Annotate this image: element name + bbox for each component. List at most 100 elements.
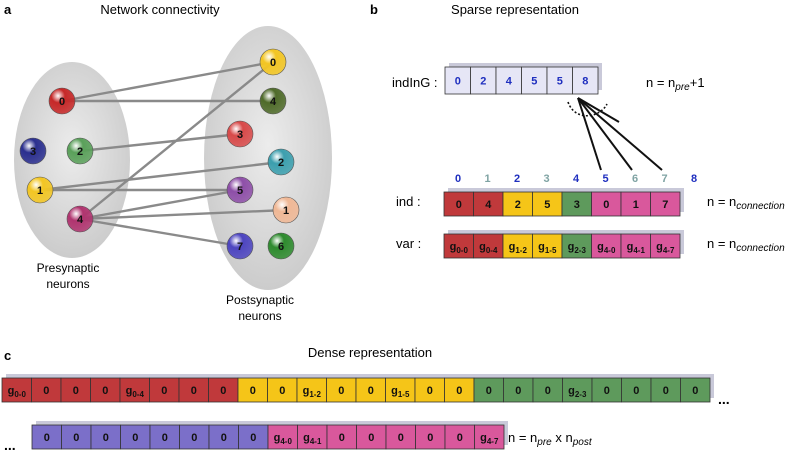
postsynaptic-neuron: 7 — [226, 232, 254, 260]
pointer-lines — [577, 97, 663, 171]
cell-value: g4-7 — [656, 241, 675, 255]
cell-value: 0 — [368, 385, 374, 397]
dense-cell: g4-1 — [297, 424, 328, 450]
cell-value: 0 — [456, 385, 462, 397]
cell-value: 0 — [162, 432, 168, 444]
cell-value: 7 — [662, 199, 668, 211]
presynaptic-label-line2: neurons — [46, 277, 89, 291]
var-cell: g4-0 — [591, 233, 622, 259]
dense-cell: g4-7 — [474, 424, 505, 450]
cell-value: 0 — [692, 385, 698, 397]
index-label: 4 — [573, 173, 580, 185]
indInG-cell: 2 — [470, 66, 497, 95]
postsynaptic-neuron: 3 — [226, 120, 254, 148]
cell-value: 0 — [338, 385, 344, 397]
neuron-label: 6 — [278, 241, 284, 253]
cell-value: 3 — [574, 199, 580, 211]
postsynaptic-label-line2: neurons — [238, 309, 281, 323]
cell-value: 0 — [220, 385, 226, 397]
cell-value: 5 — [544, 199, 550, 211]
cell-value: 0 — [44, 432, 50, 444]
presynaptic-neuron: 4 — [66, 205, 94, 233]
neuron-label: 3 — [30, 146, 36, 158]
cell-value: 0 — [456, 199, 462, 211]
ind-cell: 4 — [473, 191, 504, 217]
pointer-curve — [567, 101, 608, 117]
cell-value: 2 — [480, 76, 486, 88]
dense-cell: 0 — [60, 377, 91, 403]
postsynaptic-neuron: 4 — [259, 87, 287, 115]
dense-cell: 0 — [591, 377, 622, 403]
dense-cell: g2-3 — [562, 377, 593, 403]
dense-cell: 0 — [31, 424, 62, 450]
indInG-formula: n = npre+1 — [646, 75, 705, 93]
neuron-label: 1 — [37, 185, 43, 197]
index-label: 6 — [632, 173, 638, 185]
cell-value: 0 — [73, 385, 79, 397]
cell-value: 0 — [427, 385, 433, 397]
neuron-label: 7 — [237, 241, 243, 253]
ind-cell: 0 — [443, 191, 474, 217]
dense-cell: 0 — [355, 377, 386, 403]
cell-value: 5 — [557, 76, 563, 88]
dense-cell: 0 — [356, 424, 387, 450]
cell-value: 0 — [132, 432, 138, 444]
postsynaptic-neuron: 2 — [267, 148, 295, 176]
cell-value: g2-3 — [568, 385, 587, 399]
index-label: 1 — [484, 173, 490, 185]
cell-value: 0 — [515, 385, 521, 397]
ind-cell: 7 — [650, 191, 681, 217]
cell-value: 0 — [191, 432, 197, 444]
presynaptic-neuron: 3 — [19, 137, 47, 165]
indInG-cell: 4 — [495, 66, 522, 95]
cell-value: 0 — [250, 385, 256, 397]
indInG-cell: 8 — [572, 66, 599, 95]
panel-c-title: Dense representation — [308, 345, 432, 360]
dense-cell: 0 — [326, 377, 357, 403]
cell-value: 0 — [102, 385, 108, 397]
panel-b-title: Sparse representation — [451, 2, 579, 17]
var-formula: n = nconnection — [707, 236, 785, 254]
dense-cell: 0 — [621, 377, 652, 403]
cell-value: g0-4 — [479, 241, 498, 255]
dense-cell: 0 — [31, 377, 62, 403]
pointer-line — [577, 97, 602, 171]
cell-value: g2-3 — [568, 241, 587, 255]
cell-value: 0 — [545, 385, 551, 397]
cell-value: 0 — [633, 385, 639, 397]
ind-cell: 5 — [532, 191, 563, 217]
postsynaptic-neuron: 6 — [267, 232, 295, 260]
dense-cell: 0 — [532, 377, 563, 403]
var-cell: g1-5 — [532, 233, 563, 259]
presynaptic-neuron: 2 — [66, 137, 94, 165]
var-cell: g2-3 — [561, 233, 592, 259]
neuron-label: 0 — [59, 96, 65, 108]
var-cell: g1-2 — [502, 233, 533, 259]
cell-value: g4-1 — [627, 241, 646, 255]
neuron-label: 3 — [237, 129, 243, 141]
cell-value: g1-2 — [509, 241, 528, 255]
dense-cell: 0 — [179, 424, 210, 450]
ind-formula: n = nconnection — [707, 194, 785, 212]
cell-value: 0 — [73, 432, 79, 444]
connection-line — [79, 217, 241, 248]
pointer-line — [577, 97, 663, 171]
cell-value: 0 — [339, 432, 345, 444]
indInG-label: indInG : — [392, 75, 438, 90]
ind-label: ind : — [396, 194, 421, 209]
index-label: 0 — [455, 173, 461, 185]
dense-cell: 0 — [208, 377, 239, 403]
dense-cell: 0 — [267, 377, 298, 403]
cell-value: 0 — [398, 432, 404, 444]
dense-cell: g1-5 — [385, 377, 416, 403]
connection-line — [39, 160, 282, 192]
panel-a-title: Network connectivity — [100, 2, 220, 17]
panel-c-letter: c — [4, 348, 11, 363]
cell-value: g4-1 — [303, 432, 322, 446]
cell-value: g1-5 — [538, 241, 557, 255]
dense-cell: g0-4 — [119, 377, 150, 403]
cell-value: g1-2 — [303, 385, 322, 399]
dense-cell: g4-0 — [267, 424, 298, 450]
